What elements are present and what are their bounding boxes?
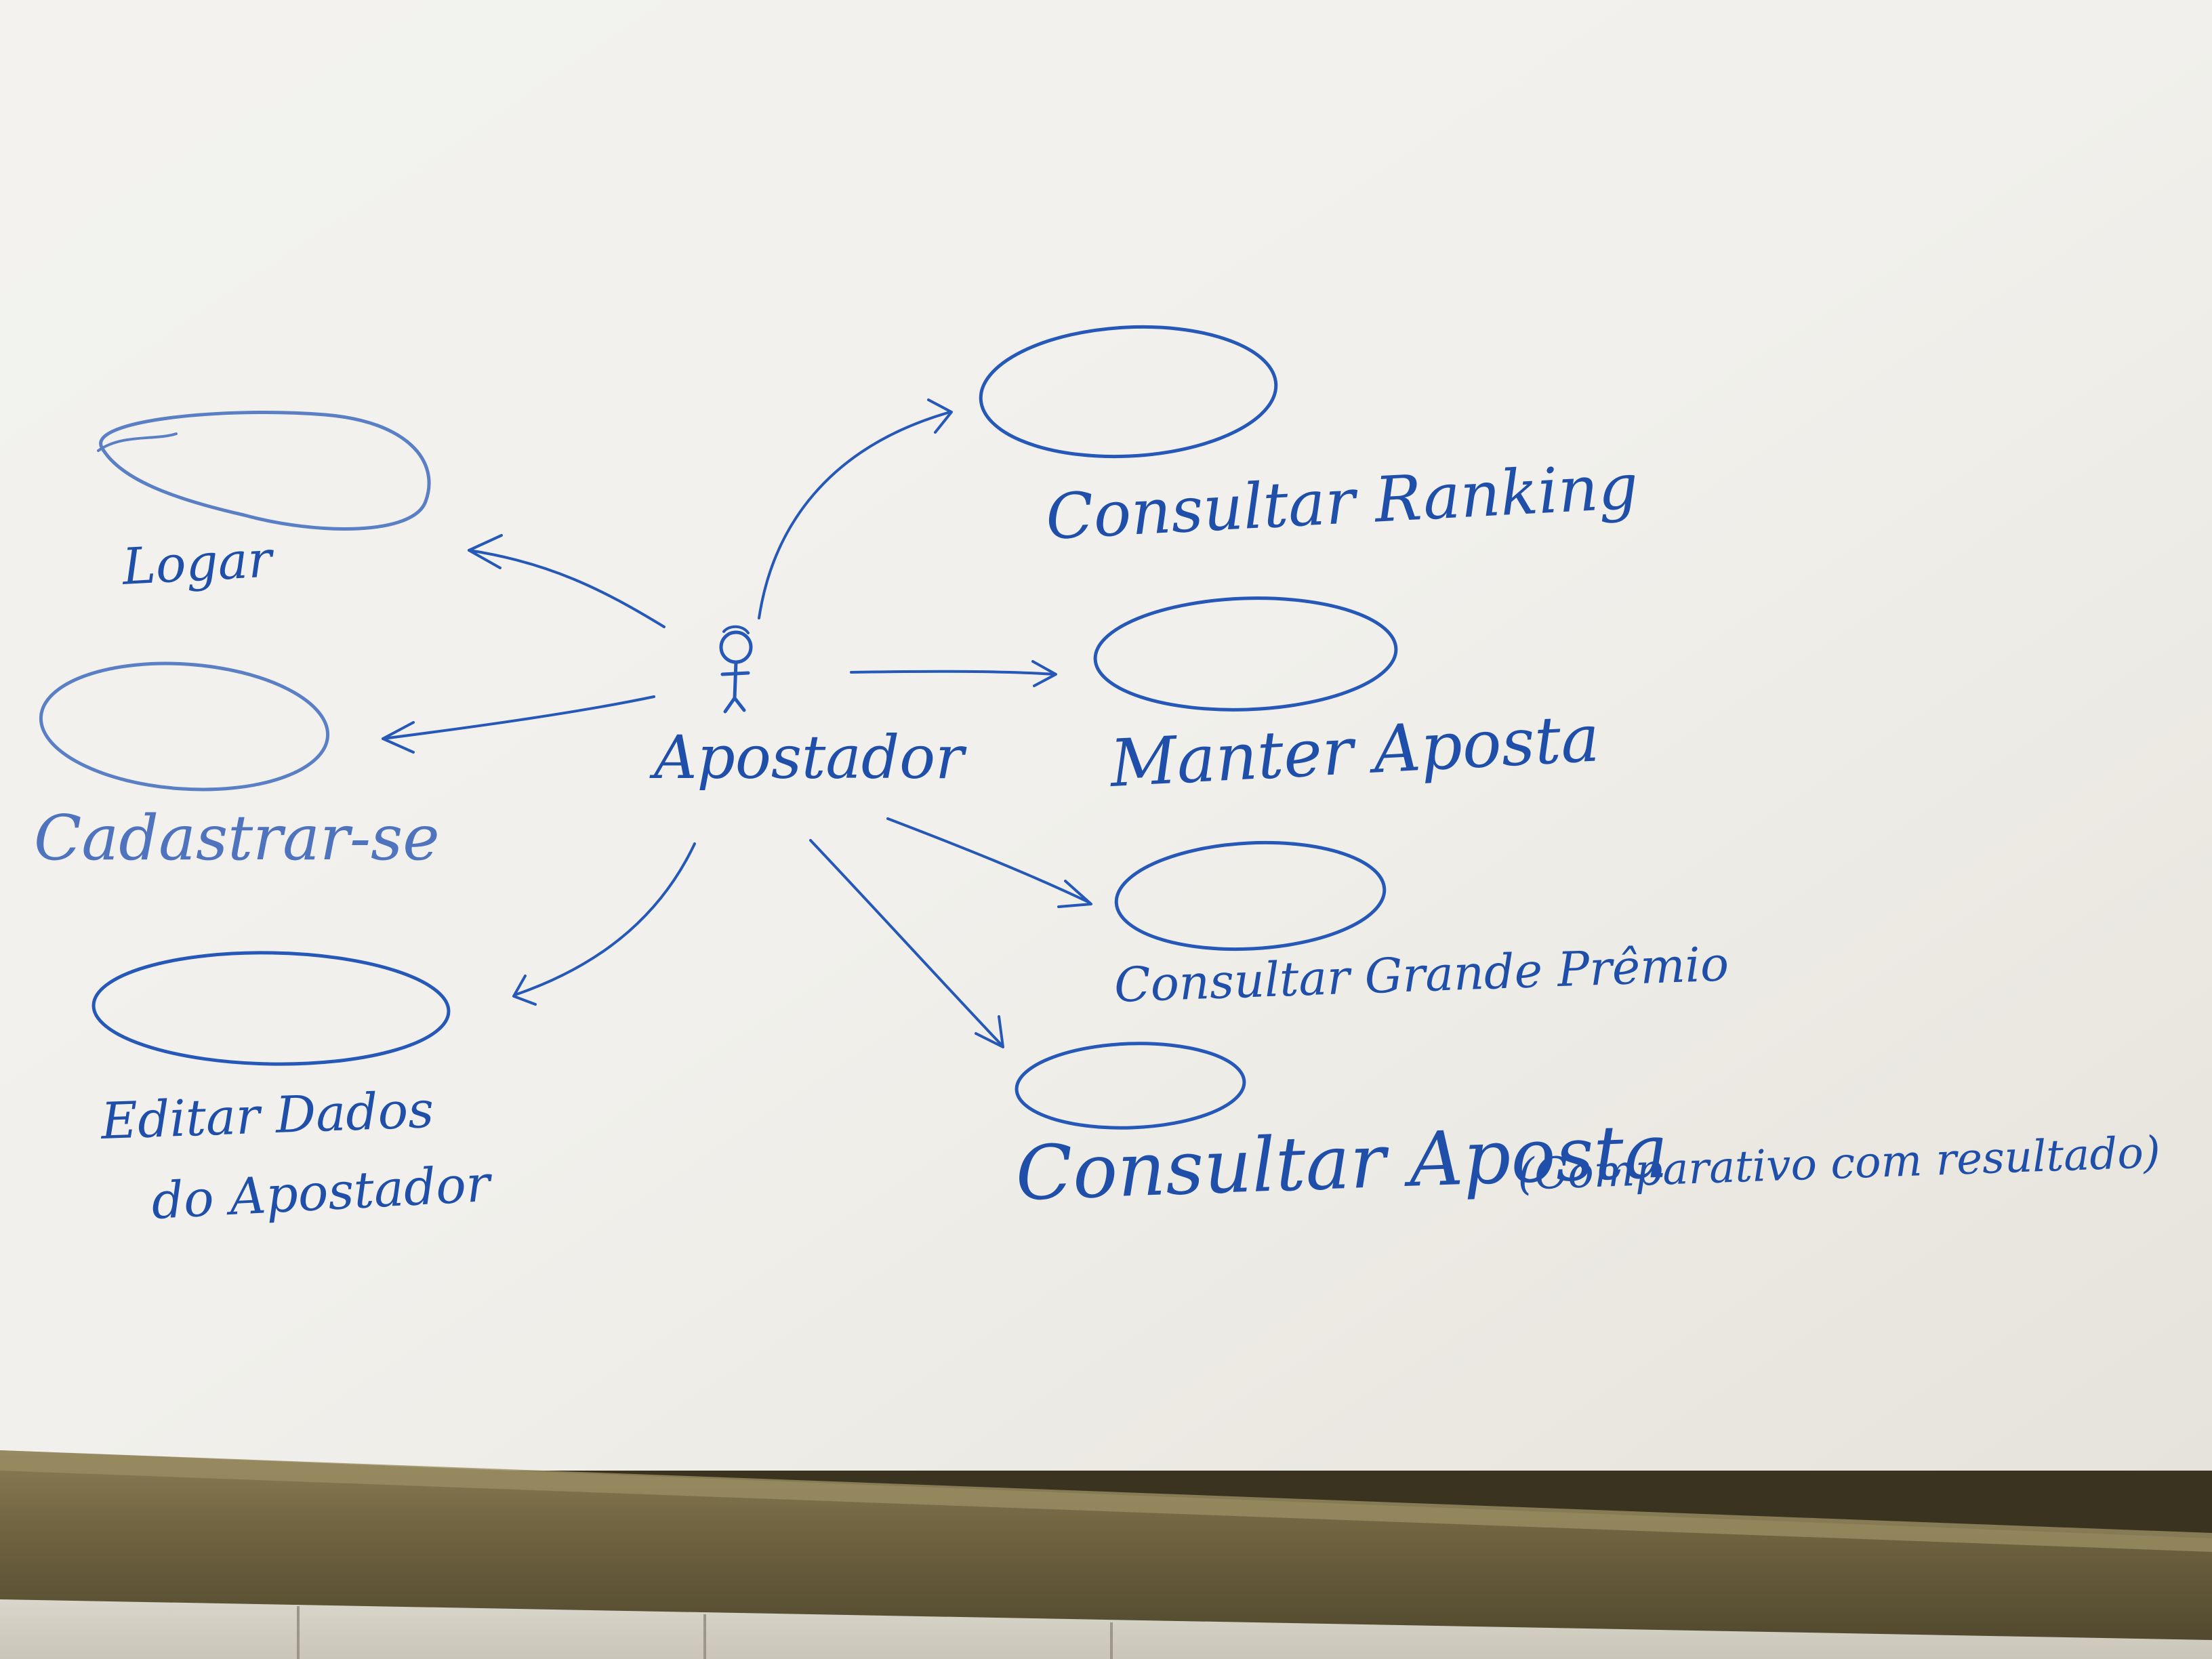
use-case-editar (91, 951, 451, 1066)
arrow-to-logar (468, 549, 665, 628)
actor-hair (722, 625, 750, 634)
use-case-manter (1093, 596, 1398, 712)
arrow-to-aposta (809, 839, 1003, 1046)
use-case-ellipse (39, 661, 330, 792)
arrow-to-editar (514, 842, 696, 996)
wall-tiles (0, 1599, 2212, 1659)
tray-edge (0, 1450, 2212, 1552)
actor-body (733, 660, 738, 700)
label-actor: Apostador (649, 722, 967, 792)
use-case-ranking (979, 325, 1278, 459)
arrow-to-grande (886, 817, 1091, 904)
actor-legs (723, 696, 746, 714)
use-case-logar (97, 411, 431, 531)
arrowhead-ranking (927, 398, 953, 434)
arrow-to-cadastrar (382, 695, 655, 740)
association-arrows (382, 398, 1092, 1048)
label-logar: Logar (119, 530, 276, 596)
use-case-ellipse (91, 951, 451, 1066)
marker-tray (0, 1450, 2212, 1659)
arrowhead-grande (1057, 880, 1092, 908)
use-case-ellipse (1015, 1042, 1246, 1130)
ellipse-overlap-stroke (97, 432, 178, 452)
arrowhead-manter (1031, 660, 1057, 687)
label-cadastrar: Cadastrar-se (34, 802, 440, 874)
use-case-cadastrar (39, 661, 330, 792)
arrowhead-editar (512, 975, 537, 1006)
use-case-ellipse (979, 325, 1278, 459)
arrowhead-aposta (975, 1015, 1004, 1048)
arrowhead-cadastrar (382, 721, 415, 754)
use-case-ellipse (99, 411, 431, 531)
arrow-to-ranking (758, 411, 951, 619)
use-case-ellipse (1093, 596, 1398, 712)
use-case-aposta (1015, 1042, 1246, 1130)
whiteboard-surface (0, 0, 2212, 1471)
use-case-grande (1114, 840, 1387, 951)
arrow-to-manter (850, 670, 1056, 676)
arrowhead-logar (468, 534, 503, 569)
label-editar-line1: Editar Dados (99, 1081, 435, 1151)
actor-figure (719, 625, 753, 714)
use-case-ellipse (1114, 840, 1387, 951)
actor-arms (720, 671, 750, 676)
